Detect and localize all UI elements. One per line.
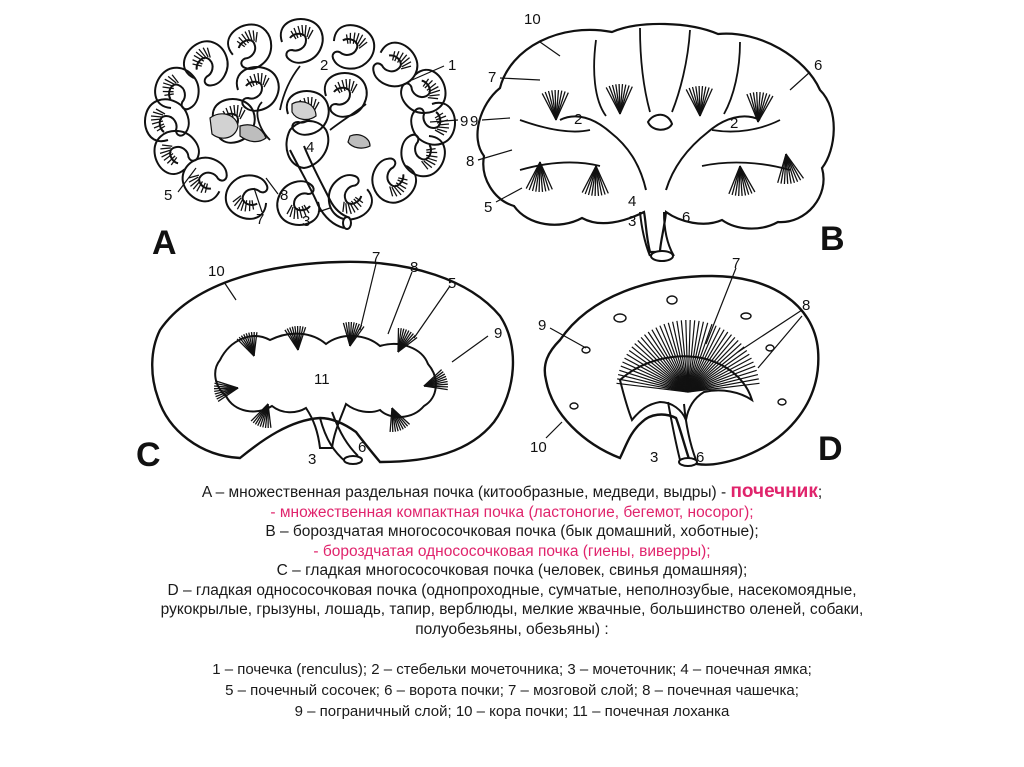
label-d-6: 6 bbox=[696, 449, 704, 466]
legend-line-1: 1 – почечка (renculus); 2 – стебельки мо… bbox=[212, 661, 812, 678]
renculus-lobe bbox=[218, 166, 277, 226]
caption-line-d2: рукокрылые, грызуны, лошадь, тапир, верб… bbox=[160, 601, 864, 618]
label-a-1: 1 bbox=[448, 57, 456, 74]
label-b-5: 5 bbox=[484, 199, 492, 216]
label-b-2-right: 2 bbox=[730, 115, 738, 132]
caption-line-c: C – гладкая многососочковая почка (челов… bbox=[276, 562, 748, 579]
label-a-2: 2 bbox=[320, 57, 328, 74]
label-b-6-hilum: 6 bbox=[682, 209, 690, 226]
label-d-8: 8 bbox=[802, 297, 810, 314]
label-c-5: 5 bbox=[448, 275, 456, 292]
panel-letter-c: C bbox=[136, 436, 161, 474]
label-a-5: 5 bbox=[164, 187, 172, 204]
label-c-11: 11 bbox=[314, 371, 330, 388]
label-b-9: 9 bbox=[470, 113, 478, 130]
label-d-7: 7 bbox=[732, 255, 740, 272]
panel-letter-b: B bbox=[820, 220, 845, 258]
panel-a-multilobed-kidney bbox=[143, 17, 457, 230]
panel-c-smooth-multipapillary-kidney bbox=[151, 260, 515, 465]
label-b-6: 6 bbox=[814, 57, 822, 74]
caption-line-d3: полуобезьяны, обезьяны) : bbox=[415, 620, 609, 638]
renculus-lobe bbox=[323, 18, 382, 78]
renculus-lobe bbox=[394, 63, 453, 122]
label-a-3: 3 bbox=[302, 213, 310, 230]
label-b-8: 8 bbox=[466, 153, 474, 170]
figure-caption: A – множественная раздельная почка (кито… bbox=[0, 482, 1024, 722]
panel-letter-d: D bbox=[818, 430, 843, 468]
kidney-types-figure: A B C D 1 2 4 9 5 7 8 3 10 7 6 9 2 2 8 5… bbox=[136, 11, 845, 474]
label-d-9: 9 bbox=[538, 317, 546, 334]
label-c-10: 10 bbox=[208, 263, 225, 280]
label-b-10: 10 bbox=[524, 11, 541, 28]
panel-d-smooth-unipapillary-kidney bbox=[543, 274, 820, 467]
renculus-lobe bbox=[148, 60, 208, 119]
label-d-3: 3 bbox=[650, 449, 658, 466]
label-c-3: 3 bbox=[308, 451, 316, 468]
label-a-8: 8 bbox=[280, 187, 288, 204]
renculus-lobe bbox=[279, 17, 324, 64]
label-d-10: 10 bbox=[530, 439, 547, 456]
panel-letter-a: A bbox=[152, 224, 177, 262]
label-c-9: 9 bbox=[494, 325, 502, 342]
label-a-7: 7 bbox=[256, 211, 264, 228]
label-c-7: 7 bbox=[372, 249, 380, 266]
label-a-4: 4 bbox=[306, 139, 314, 156]
label-b-7: 7 bbox=[488, 69, 496, 86]
legend-line-3: 9 – пограничный слой; 10 – кора почки; 1… bbox=[294, 703, 730, 720]
caption-a-term: почечник bbox=[730, 481, 818, 502]
renculus-lobe bbox=[392, 125, 452, 184]
renculus-lobe bbox=[323, 71, 368, 118]
leader-lines bbox=[177, 41, 811, 439]
label-b-4: 4 bbox=[628, 193, 636, 210]
legend: 1 – почечка (renculus); 2 – стебельки мо… bbox=[0, 659, 1024, 722]
caption-line-b: B – бороздчатая многососочковая почка (б… bbox=[265, 523, 759, 540]
label-b-3: 3 bbox=[628, 213, 636, 230]
label-c-6: 6 bbox=[358, 439, 366, 456]
label-a-9: 9 bbox=[460, 113, 468, 130]
caption-a-end: ; bbox=[817, 484, 823, 501]
caption-line-a2: - множественная компактная почка (ластон… bbox=[270, 503, 754, 521]
legend-line-2: 5 – почечный сосочек; 6 – ворота почки; … bbox=[225, 682, 799, 699]
label-d-11: 11 bbox=[674, 373, 690, 390]
label-b-2-left: 2 bbox=[574, 111, 582, 128]
renculus-lobe bbox=[235, 65, 280, 112]
caption-line-d1: D – гладкая одноcосочковая почка (однопр… bbox=[167, 581, 857, 599]
panel-b-lobed-kidney bbox=[476, 22, 835, 262]
caption-line-b2: - бороздчатая одноcосочковая почка (гиен… bbox=[313, 542, 711, 560]
label-c-8: 8 bbox=[410, 259, 418, 276]
caption-a-text: A – множественная раздельная почка (кито… bbox=[201, 484, 731, 501]
renculus-lobe bbox=[222, 17, 280, 76]
caption-line-a: A – множественная раздельная почка (кито… bbox=[0, 482, 1024, 503]
